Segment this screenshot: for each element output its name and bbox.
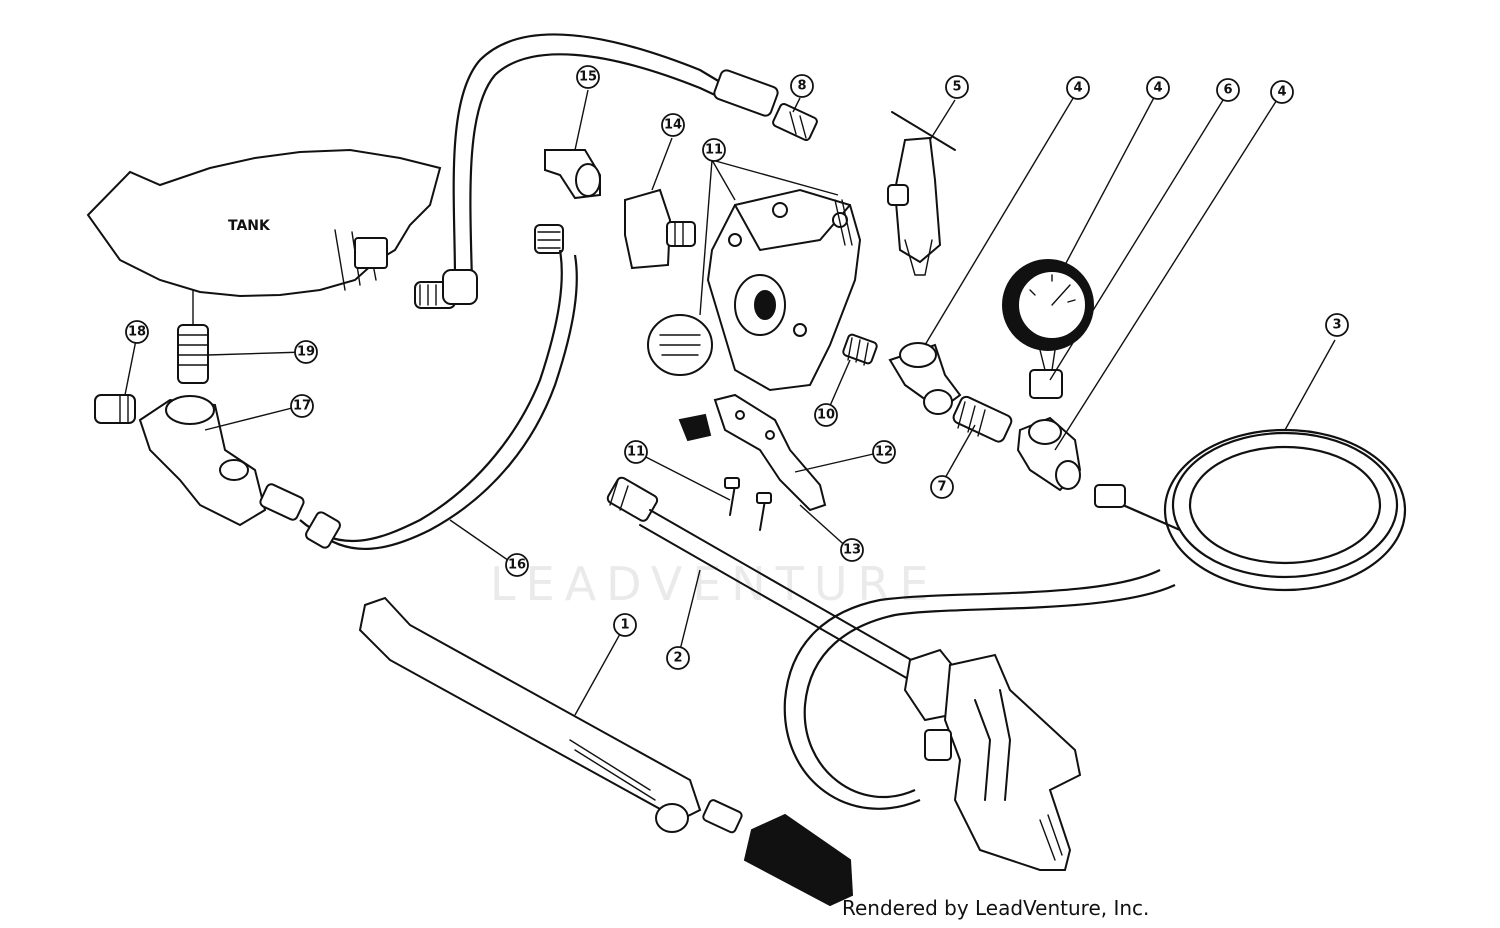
callout-2: 2 <box>666 646 690 670</box>
svg-text:19: 19 <box>297 345 315 360</box>
fitting-14 <box>624 188 696 270</box>
wand-1 <box>358 596 854 907</box>
tank-label: TANK <box>228 218 271 234</box>
svg-text:15: 15 <box>579 70 597 85</box>
pressure-gauge-6 <box>1002 259 1094 399</box>
svg-text:7: 7 <box>937 480 946 495</box>
coiled-hose-3 <box>783 428 1407 810</box>
callout-14: 14 <box>661 113 685 137</box>
bracket-12 <box>678 393 827 531</box>
callout-5: 5 <box>945 75 969 99</box>
callout-16: 16 <box>505 553 529 577</box>
svg-text:18: 18 <box>128 325 146 340</box>
fitting-10 <box>842 333 878 366</box>
svg-text:4: 4 <box>1153 81 1162 96</box>
callout-1: 1 <box>613 613 637 637</box>
callout-8: 8 <box>790 74 814 98</box>
callout-10: 10 <box>814 403 838 427</box>
svg-text:11: 11 <box>627 445 645 460</box>
svg-text:5: 5 <box>952 80 961 95</box>
svg-text:10: 10 <box>817 408 835 423</box>
svg-text:6: 6 <box>1223 83 1232 98</box>
callout-18: 18 <box>125 320 149 344</box>
spray-gun-2 <box>606 476 1082 871</box>
callout-11a: 11 <box>702 138 726 162</box>
watermark-text: LEADVENTURE <box>490 557 939 611</box>
svg-text:13: 13 <box>843 543 861 558</box>
svg-text:4: 4 <box>1073 81 1082 96</box>
callout-17: 17 <box>290 394 314 418</box>
svg-text:8: 8 <box>797 79 806 94</box>
pump-assembly <box>647 188 862 392</box>
callout-6: 6 <box>1216 78 1240 102</box>
callout-4a: 4 <box>1066 76 1090 100</box>
callout-15: 15 <box>576 65 600 89</box>
tee-fitting-4 <box>888 342 962 415</box>
svg-text:3: 3 <box>1332 318 1341 333</box>
svg-text:14: 14 <box>664 118 682 133</box>
leaders <box>124 89 1336 716</box>
callout-4b: 4 <box>1146 76 1170 100</box>
unloader-valve-5 <box>887 111 956 276</box>
svg-text:4: 4 <box>1277 85 1286 100</box>
svg-text:17: 17 <box>293 399 311 414</box>
callout-3: 3 <box>1325 313 1349 337</box>
svg-text:12: 12 <box>875 445 893 460</box>
supply-hose <box>452 33 818 283</box>
callout-19: 19 <box>294 340 318 364</box>
tank-outlet <box>94 249 578 550</box>
elbow-fitting-15 <box>534 149 601 254</box>
callout-4c: 4 <box>1270 80 1294 104</box>
svg-text:1: 1 <box>620 618 629 633</box>
callout-7: 7 <box>930 475 954 499</box>
tank: TANK <box>86 148 442 298</box>
callout-13: 13 <box>840 538 864 562</box>
svg-text:16: 16 <box>508 558 526 573</box>
tee-fitting-4b <box>1016 416 1082 492</box>
render-credit: Rendered by LeadVenture, Inc. <box>842 896 1150 920</box>
nipple-7 <box>952 395 1013 443</box>
svg-text:2: 2 <box>673 651 682 666</box>
callout-12: 12 <box>872 440 896 464</box>
callout-11b: 11 <box>624 440 648 464</box>
tank-elbow <box>414 269 478 309</box>
svg-text:11: 11 <box>705 143 723 158</box>
